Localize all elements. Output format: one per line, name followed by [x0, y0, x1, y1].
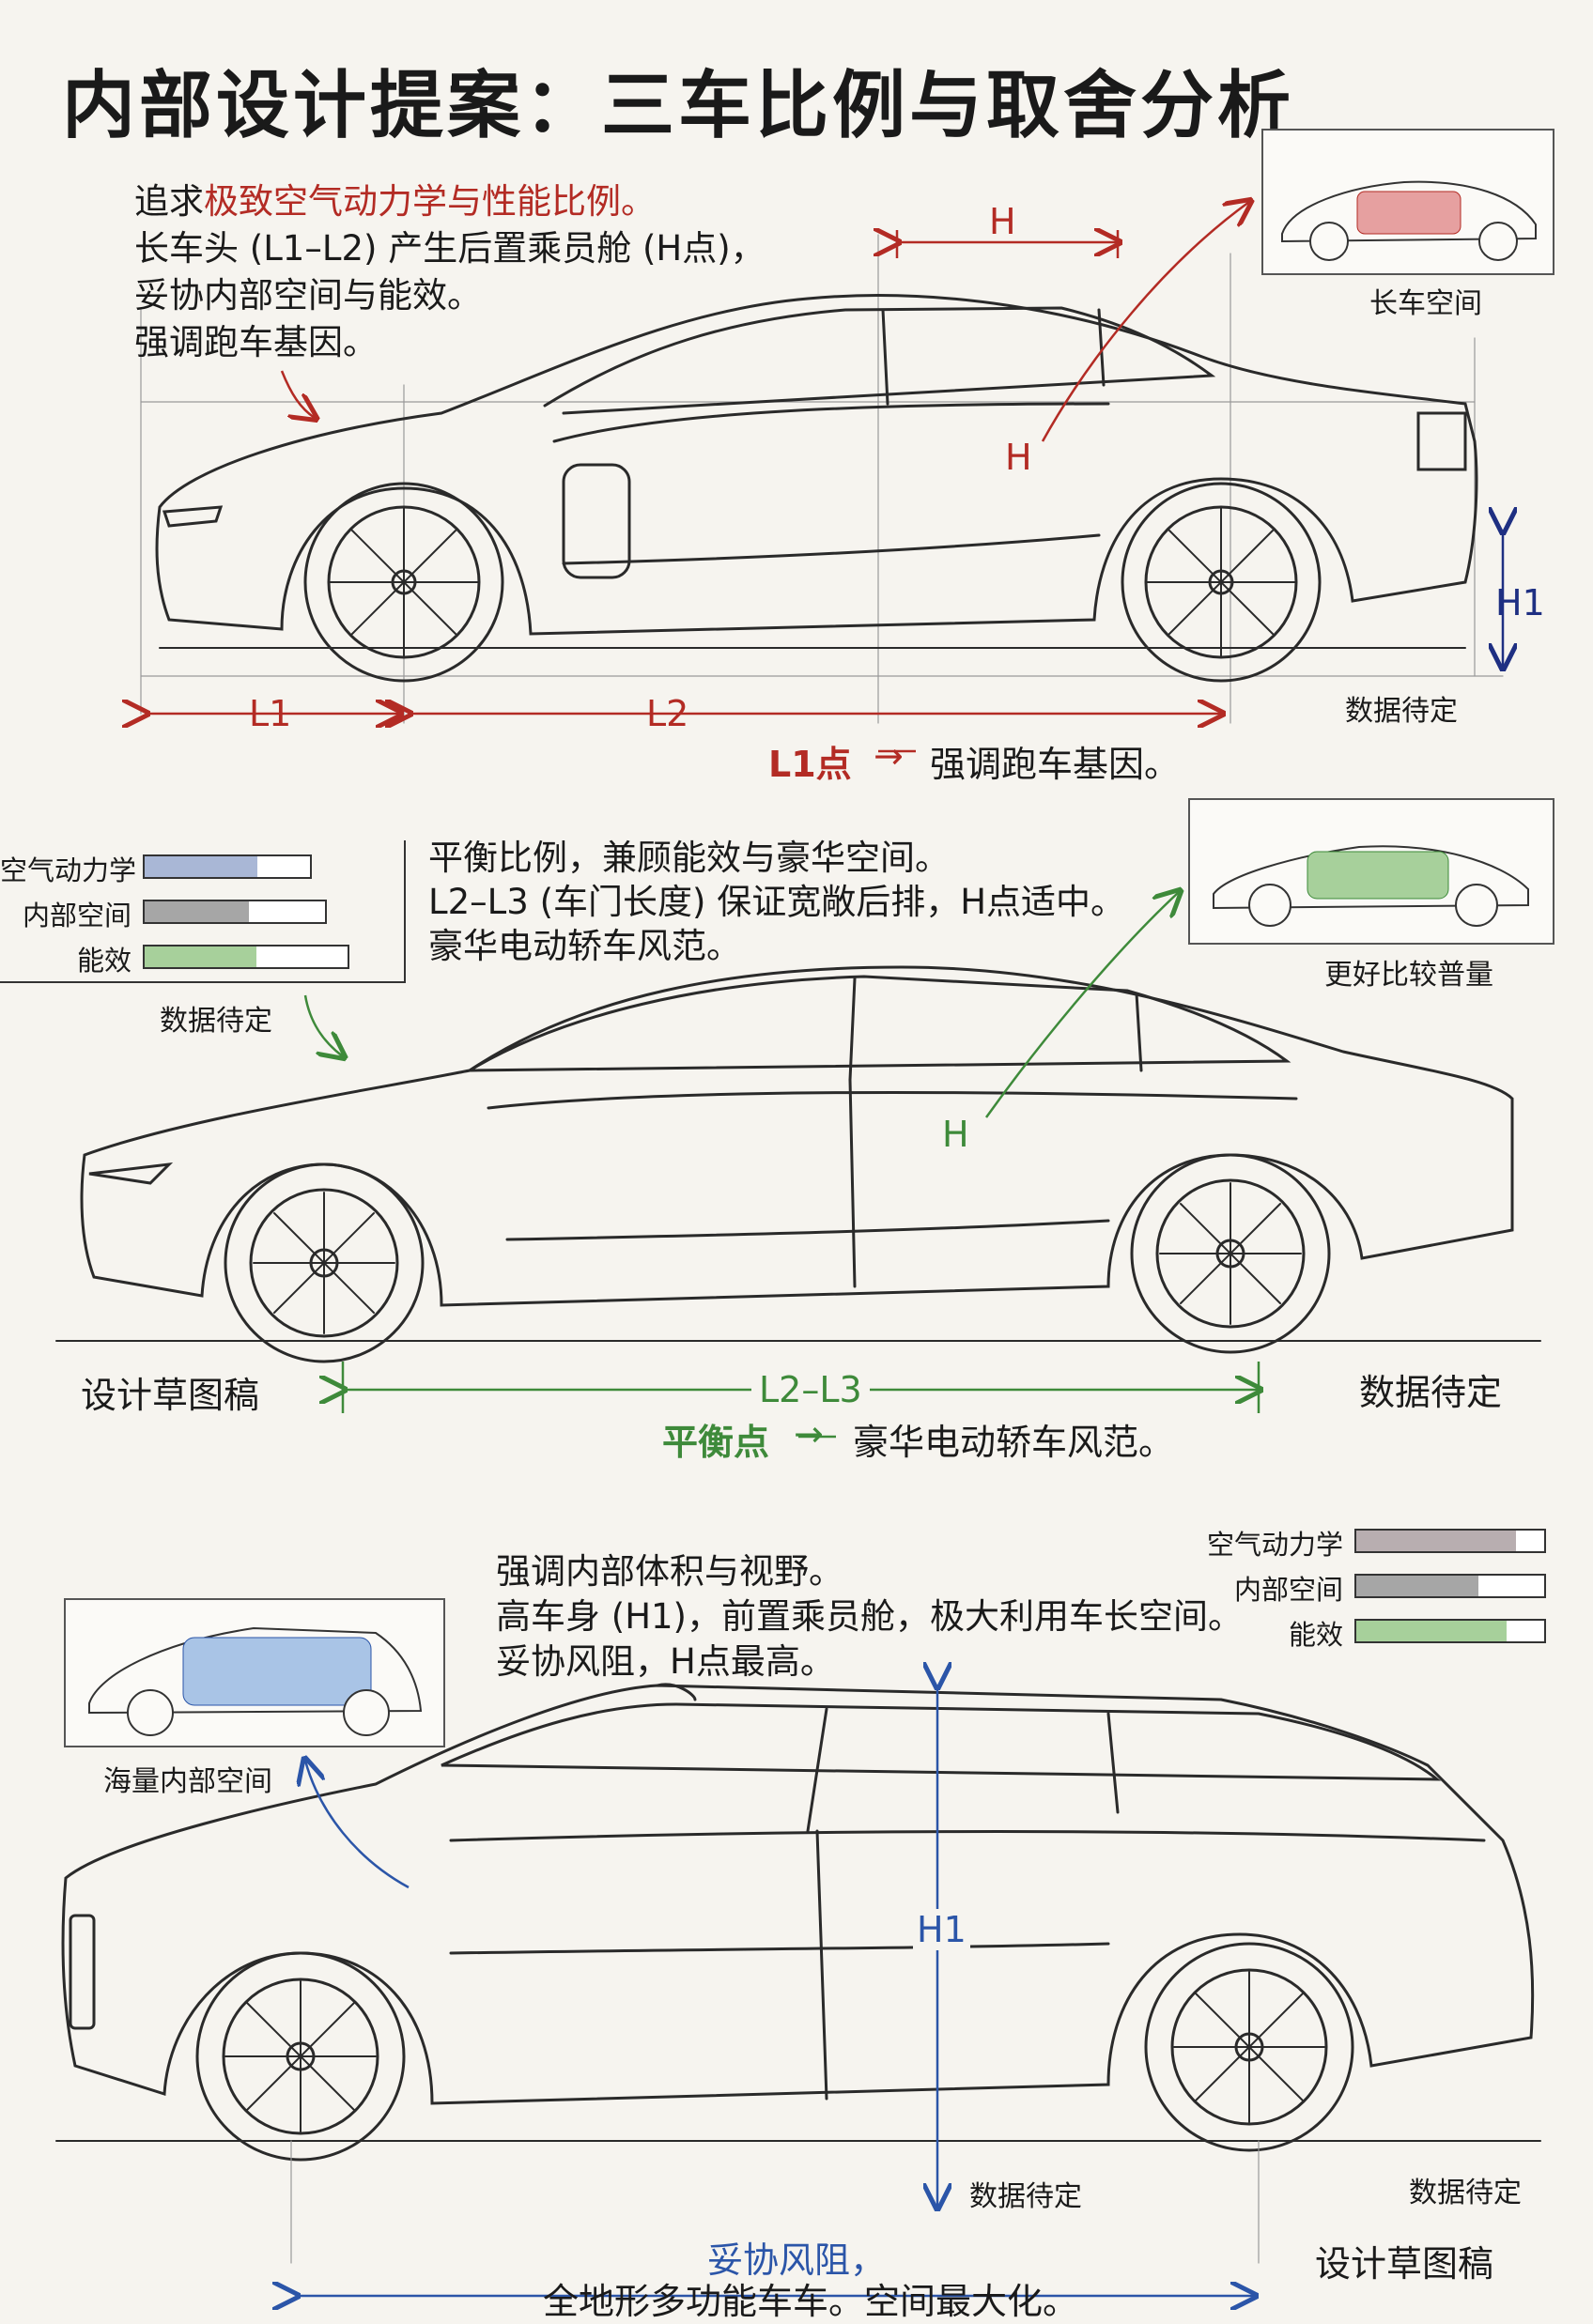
- car2-note-line: 豪华电动轿车风范。: [428, 926, 741, 966]
- car2-bar: [143, 854, 312, 879]
- car2-thumb-caption: 更好比较普量: [1324, 959, 1493, 992]
- car3-note: 强调内部体积与视野。 高车身 (H1)，前置乘员舱，极大利用车长空间。 妥协风阻…: [496, 1549, 1243, 1685]
- car2-data-pending: 数据待定: [1359, 1372, 1503, 1413]
- car2-note-line: 平衡比例，兼顾能效与豪华空间。: [428, 838, 950, 878]
- car2-footer-arrow: →: [794, 1413, 824, 1454]
- car1-thumbnail: [1261, 129, 1554, 275]
- car2-bar-chart: [0, 840, 406, 983]
- car1-footer-key: L1点: [768, 744, 852, 785]
- car3-bar: [1354, 1574, 1546, 1598]
- car2-dim-l2l3: L2–L3: [751, 1369, 870, 1410]
- car3-bar-label: 内部空间: [1233, 1574, 1343, 1606]
- page-title: 内部设计提案：三车比例与取舍分析: [62, 64, 1295, 148]
- car2-sketch: [55, 965, 1541, 1363]
- car1-thumb-icon: [1281, 180, 1537, 261]
- car3-dim-h1: H1: [913, 1909, 970, 1950]
- car2-footer-text: 豪华电动轿车风范。: [853, 1422, 1175, 1463]
- car2-bar-label: 能效: [76, 945, 131, 977]
- car1-dimensions: [146, 202, 1249, 753]
- car2-dim-h: H: [942, 1114, 969, 1155]
- car2-thumbnail: [1188, 798, 1554, 945]
- car3-footer-line1: 妥协风阻，: [700, 2231, 894, 2283]
- car1-note-prefix: 追求: [134, 181, 204, 222]
- car1-dim-l2: L2: [646, 693, 689, 734]
- car2-bar-label: 空气动力学: [0, 854, 137, 886]
- car1-note-line: 强调跑车基因。: [134, 322, 378, 362]
- car3-dimensions: [296, 1685, 1254, 2296]
- car2-bars-caption: 数据待定: [160, 1005, 272, 1038]
- car1-note-highlight: 极致空气动力学与性能比例。: [204, 181, 656, 222]
- car2-thumb-icon: [1213, 845, 1529, 927]
- car3-bar-fill: [1356, 1531, 1516, 1551]
- car2-bar: [143, 900, 327, 924]
- car1-dim-l1: L1: [249, 693, 292, 734]
- car3-bar: [1354, 1619, 1546, 1643]
- car2-footer-key: 平衡点: [662, 1422, 770, 1463]
- car1-thumb-caption: 长车空间: [1369, 287, 1482, 320]
- car1-footer-arrow: →: [874, 735, 904, 777]
- car2-note-line: L2–L3 (车门长度) 保证宽敞后排，H点适中。: [428, 882, 1126, 922]
- car3-bar-fill: [1356, 1621, 1507, 1641]
- car1-dim-h-top: H: [989, 201, 1016, 242]
- car1-note-line: 长车头 (L1–L2) 产生后置乘员舱 (H点)，: [134, 228, 766, 269]
- car3-sketch: [55, 1683, 1541, 2264]
- car2-bar-fill: [145, 947, 256, 967]
- car3-thumb-caption: 海量内部空间: [103, 1765, 272, 1798]
- car2-sketch-label: 设计草图稿: [81, 1375, 260, 1416]
- car3-bar-label: 空气动力学: [1206, 1529, 1343, 1561]
- car1-data-pending: 数据待定: [1345, 695, 1458, 728]
- car2-bar-fill: [145, 901, 250, 922]
- car3-data-pending-2: 数据待定: [1409, 2177, 1522, 2209]
- car3-bar-label: 能效: [1288, 1619, 1343, 1651]
- car3-note-line: 强调内部体积与视野。: [496, 1551, 843, 1592]
- car1-dim-h1: H1: [1495, 582, 1545, 623]
- car1-footer-text: 强调跑车基因。: [930, 744, 1181, 785]
- car2-bar-label: 内部空间: [22, 900, 131, 931]
- car1-note: 追求极致空气动力学与性能比例。 长车头 (L1–L2) 产生后置乘员舱 (H点)…: [134, 178, 766, 366]
- car3-note-line: 妥协风阻，H点最高。: [496, 1641, 835, 1682]
- car3-data-pending-1: 数据待定: [969, 2180, 1082, 2213]
- car2-bar-fill: [145, 856, 257, 877]
- car3-thumbnail: [64, 1598, 445, 1747]
- car3-sketch-label: 设计草图稿: [1315, 2243, 1494, 2285]
- car1-note-line: 妥协内部空间与能效。: [134, 275, 482, 316]
- car3-footer-line2: 全地形多功能车车。空间最大化。: [543, 2281, 1079, 2322]
- car3-bar-fill: [1356, 1576, 1478, 1596]
- car2-note: 平衡比例，兼顾能效与豪华空间。 L2–L3 (车门长度) 保证宽敞后排，H点适中…: [428, 836, 1125, 968]
- car3-note-line: 高车身 (H1)，前置乘员舱，极大利用车长空间。: [496, 1596, 1243, 1637]
- car2-bar: [143, 945, 349, 969]
- car3-thumb-icon: [88, 1626, 423, 1736]
- car1-sketch: [140, 234, 1504, 724]
- car1-dim-h-mid: H: [1005, 437, 1032, 478]
- car3-bar: [1354, 1529, 1546, 1553]
